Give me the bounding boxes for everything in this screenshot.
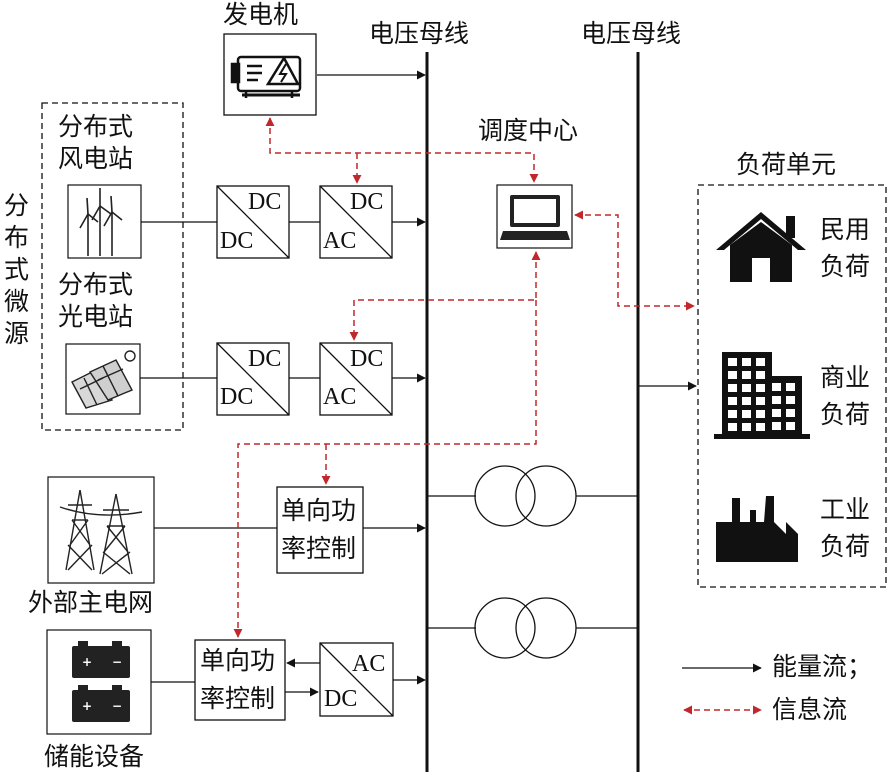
conv-pv-dcdc-bottom: DC [220,384,254,410]
svg-text:−: − [112,655,122,669]
commercial-line2: 负荷 [820,400,871,429]
conv-pv-dcdc-top: DC [248,346,282,372]
wind-turbine-icon [79,188,123,256]
svg-text:+: + [82,655,92,669]
grid-image [47,476,155,584]
solar-panel-icon [71,350,136,409]
wind-label-line1: 分布式 [58,112,134,141]
conv-pv-dcac-bottom: AC [323,384,357,410]
conv-wind-dcdc-top: DC [248,189,282,215]
residential-line2: 负荷 [820,252,871,281]
industrial-line2: 负荷 [820,532,871,561]
conv-storage-top: AC [352,651,386,677]
distributed-source-box [41,102,184,431]
storage-label: 储能设备 [44,742,145,771]
conv-pv-dcac-top: DC [350,346,384,372]
wind-label-line2: 风电站 [58,144,134,173]
building-windows [728,358,795,431]
residential-line1: 民用 [820,215,871,244]
conv-wind-dcac-top: DC [350,189,384,215]
house-icon [716,212,806,282]
svg-text:+: + [82,699,92,713]
info-flow-lines [233,117,695,638]
generator-label: 发电机 [223,0,299,29]
dispatch-label: 调度中心 [478,116,579,145]
distributed-source-label: 分布式微源 [4,191,30,348]
wind-station-image [67,184,142,259]
bus-right-label: 电压母线 [581,19,682,48]
conv-wind-dcdc-bottom: DC [220,228,254,254]
svg-text:−: − [112,699,122,713]
pv-label-line1: 分布式 [58,270,134,299]
control-storage-line2: 率控制 [200,684,276,713]
one-way-power-control-grid [276,486,364,574]
generator-icon [230,55,302,98]
legend-info-flow: 信息流 [772,695,848,724]
battery-icon [72,641,130,722]
factory-icon [716,496,798,562]
load-unit-label: 负荷单元 [736,150,837,179]
laptop-icon [500,195,570,240]
transformer-icon [427,465,638,527]
pv-label-line2: 光电站 [58,302,134,331]
one-way-power-control-storage [194,639,286,721]
control-storage-line1: 单向功 [200,646,276,675]
transformer-icon [427,597,638,659]
commercial-line1: 商业 [820,363,871,392]
industrial-line1: 工业 [820,495,871,524]
load-unit-box [697,184,887,588]
bus-left-label: 电压母线 [369,19,470,48]
control-grid-line2: 率控制 [281,534,357,563]
legend-energy-flow: 能量流； [772,652,873,681]
conv-storage-bottom: DC [324,686,358,712]
conv-wind-dcac-bottom: AC [323,228,357,254]
control-grid-line1: 单向功 [281,496,357,525]
grid-label: 外部主电网 [28,588,154,617]
power-tower-icon [59,489,143,575]
